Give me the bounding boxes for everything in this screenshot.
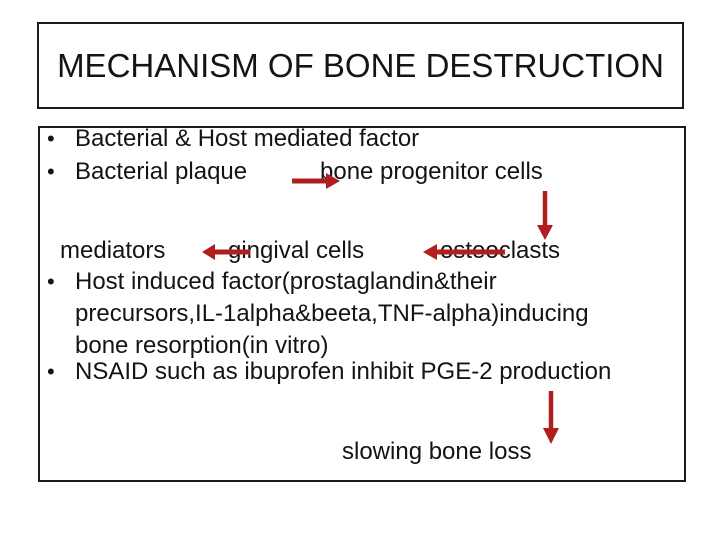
label-osteoclasts: osteoclasts xyxy=(440,237,561,264)
bullet-bacterial-plaque: Bacterial plaque xyxy=(75,158,248,185)
bullet-marker: • xyxy=(47,359,55,384)
bullet-marker: • xyxy=(47,126,55,151)
label-slowing-bone-loss: slowing bone loss xyxy=(342,438,532,465)
content-box xyxy=(38,126,686,482)
bullet-bacterial-host-factor: Bacterial & Host mediated factor xyxy=(75,125,420,152)
bullet-marker: • xyxy=(47,269,55,294)
bullet-host-induced-line1: Host induced factor(prostaglandin&their xyxy=(75,268,497,295)
label-mediators: mediators xyxy=(60,237,166,264)
title-box: MECHANISM OF BONE DESTRUCTION xyxy=(37,22,684,109)
bullet-marker: • xyxy=(47,159,55,184)
label-gingival-cells: gingival cells xyxy=(228,237,365,264)
bullet-host-induced-line2: precursors,IL-1alpha&beeta,TNF-alpha)ind… xyxy=(75,300,589,327)
slide-title: MECHANISM OF BONE DESTRUCTION xyxy=(57,46,664,84)
label-bone-progenitor-cells: bone progenitor cells xyxy=(320,158,543,185)
bullet-host-induced-line3: bone resorption(in vitro) xyxy=(75,332,329,359)
bullet-nsaid: NSAID such as ibuprofen inhibit PGE-2 pr… xyxy=(75,358,612,385)
